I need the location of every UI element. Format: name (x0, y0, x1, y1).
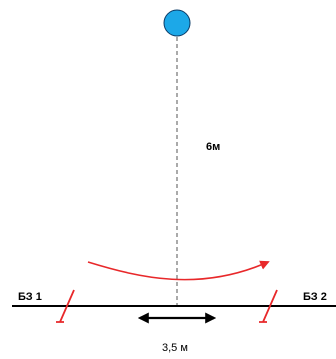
ball-icon (163, 9, 191, 37)
width-label: 3,5 м (162, 342, 188, 354)
height-label: 6м (206, 141, 220, 153)
zone-left-label: БЗ 1 (18, 291, 42, 303)
trajectory-arrow (87, 260, 270, 281)
zone-right-label: БЗ 2 (303, 291, 327, 303)
zone-left-marker (56, 289, 75, 323)
zone-right-marker (259, 289, 278, 323)
